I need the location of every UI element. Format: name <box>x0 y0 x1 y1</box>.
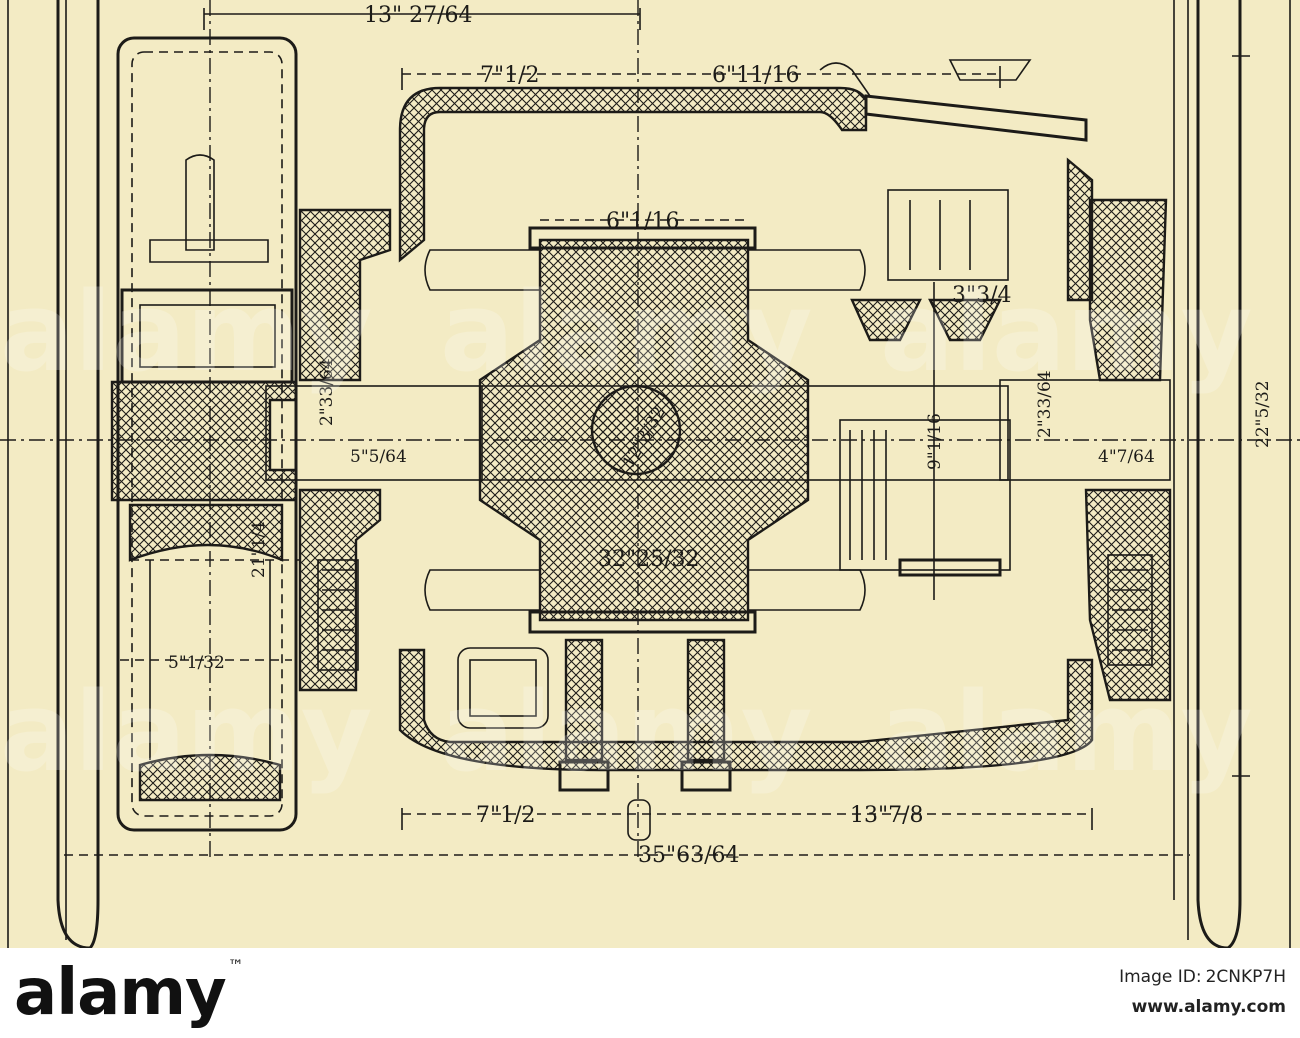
dim-left-offset: 7"1/2 <box>480 63 540 88</box>
image-id-value: 2CNKP7H <box>1205 967 1286 987</box>
dim-bearing-right: 2"33/64 <box>1035 370 1055 438</box>
dim-commutator-drop: 3"3/4 <box>952 283 1012 308</box>
dim-armature-core: 6"1/16 <box>606 209 680 234</box>
dim-gear-width: 5"1/32 <box>168 653 225 673</box>
site-url-link[interactable]: www.alamy.com <box>1131 997 1286 1017</box>
gear-case <box>110 36 298 832</box>
bearing-right <box>1084 198 1172 702</box>
motor-cross-section-drawing: 13" 27/64 7"1/2 6"11/16 6"1/16 3"3/4 5"5… <box>0 0 1300 948</box>
shaft <box>265 379 1171 481</box>
dim-bottom-left: 7"1/2 <box>476 803 536 828</box>
brand-name: alamy <box>14 956 227 1030</box>
motor-frame <box>398 86 1094 772</box>
dim-bottom-right: 13"7/8 <box>850 803 924 828</box>
left-wheel <box>7 0 100 948</box>
right-wheel <box>1173 0 1291 948</box>
field-coil <box>457 638 732 841</box>
dim-armature-dia: 32"25/32 <box>598 547 700 572</box>
image-meta: Image ID:2CNKP7H www.alamy.com <box>1119 962 1286 1022</box>
image-id-label: Image ID: <box>1119 967 1202 987</box>
bearing-left <box>298 208 392 692</box>
dim-journal-right: 4"7/64 <box>1098 447 1155 467</box>
dim-journal-left: 5"5/64 <box>350 447 407 467</box>
dim-bearing-left: 2"33/64 <box>317 358 337 426</box>
dim-height: 22"5/32 <box>1253 380 1273 448</box>
dim-top-width: 13" 27/64 <box>364 3 473 28</box>
image-id-row: Image ID:2CNKP7H <box>1119 962 1286 992</box>
trademark-mark: ™ <box>227 956 244 975</box>
dim-right-offset: 6"11/16 <box>712 63 800 88</box>
dim-gear-pitch: 21"1/4 <box>249 521 269 578</box>
armature <box>424 226 866 634</box>
dimension-lines <box>64 8 1250 856</box>
dim-commutator-dia: 9"1/16 <box>925 413 945 470</box>
dim-gauge: 35"63/64 <box>638 843 740 868</box>
commutator-cover <box>819 59 1088 142</box>
commutator <box>839 189 1011 577</box>
